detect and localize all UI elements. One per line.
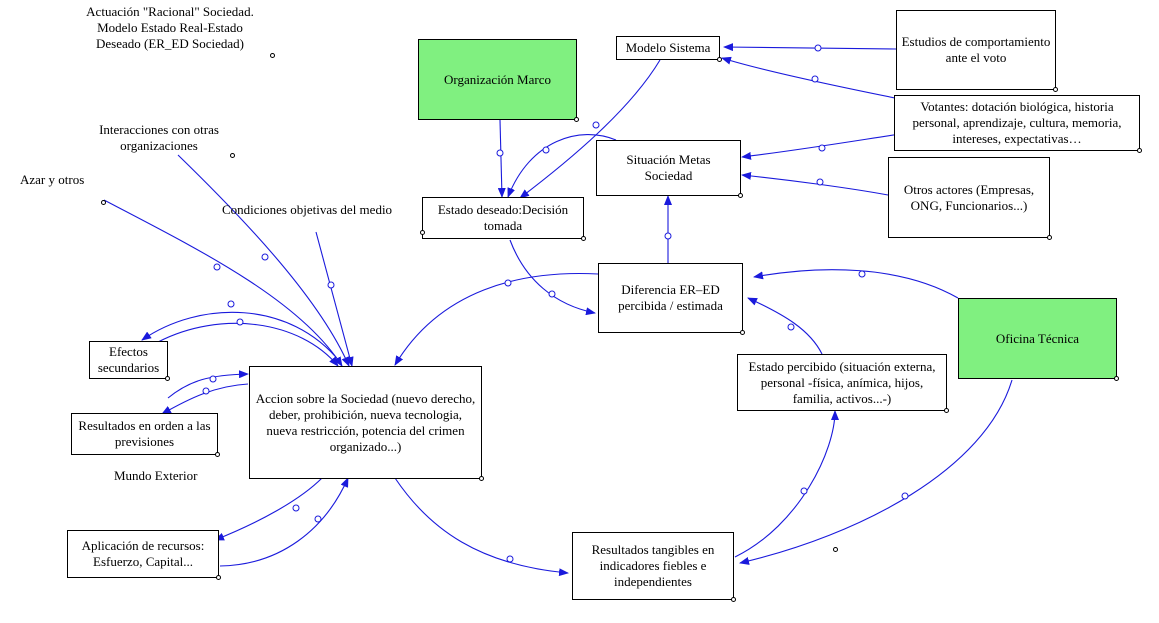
box-modelo-sistema[interactable]: Modelo Sistema <box>616 36 720 60</box>
link-oficina-to-tangibles <box>739 379 1013 565</box>
box-otros-actores[interactable]: Otros actores (Empresas, ONG, Funcionari… <box>888 157 1050 238</box>
corner-handle <box>270 53 275 58</box>
link-accion-to-efectos-1 <box>141 311 341 363</box>
box-estado-deseado[interactable]: Estado deseado:Decisión tomada <box>422 197 584 239</box>
link-diferencia-to-accion <box>394 272 599 366</box>
link-handle <box>818 144 826 152</box>
box-aplicacion[interactable]: Aplicación de recursos: Esfuerzo, Capita… <box>67 530 219 578</box>
link-handle <box>327 281 335 289</box>
link-azar-to-accion <box>103 199 343 367</box>
corner-handle <box>944 408 949 413</box>
link-handle <box>236 318 244 326</box>
corner-handle <box>216 575 221 580</box>
link-handle <box>292 504 300 512</box>
link-interacciones-to-accion <box>177 154 350 367</box>
link-resultados-to-accion <box>167 370 249 399</box>
box-resultados-tangibles[interactable]: Resultados tangibles en indicadores fieb… <box>572 532 734 600</box>
corner-handle <box>740 330 745 335</box>
corner-handle <box>1137 148 1142 153</box>
corner-handle <box>574 117 579 122</box>
link-handle <box>227 300 235 308</box>
link-organizacion-to-estado-deseado <box>497 119 506 198</box>
link-handle <box>202 387 210 395</box>
box-votantes[interactable]: Votantes: dotación biológica, historia p… <box>894 95 1140 151</box>
link-situacion-to-estado-deseado <box>507 134 617 198</box>
label-mundo-exterior: Mundo Exterior <box>114 468 198 483</box>
link-modelo-to-estado-deseado <box>519 59 661 199</box>
link-accion-to-resultados <box>161 383 249 415</box>
link-handle <box>664 232 672 240</box>
link-handle <box>261 253 269 261</box>
link-handle <box>496 149 504 157</box>
corner-handle <box>479 476 484 481</box>
link-handle <box>592 121 600 129</box>
corner-handle <box>215 452 220 457</box>
box-estado-percibido[interactable]: Estado percibido (situación externa, per… <box>737 354 947 411</box>
link-estudios-to-modelo <box>723 43 897 52</box>
box-situacion-metas[interactable]: Situación Metas Sociedad <box>596 140 741 196</box>
link-handle <box>800 487 808 495</box>
link-estado-deseado-to-diferencia <box>509 239 596 316</box>
corner-handle <box>420 230 425 235</box>
box-diferencia[interactable]: Diferencia ER–ED percibida / estimada <box>598 263 743 333</box>
corner-handle <box>1053 87 1058 92</box>
label-azar: Azar y otros <box>20 172 85 187</box>
link-efectos-to-accion <box>157 322 339 367</box>
link-handle <box>814 44 822 52</box>
corner-handle <box>717 57 722 62</box>
link-oficina-to-diferencia <box>753 269 959 299</box>
link-handle <box>209 375 217 383</box>
link-otros-to-situacion <box>741 171 889 196</box>
corner-handle <box>833 547 838 552</box>
link-handle <box>314 515 322 523</box>
link-percibido-to-diferencia <box>747 297 823 355</box>
link-handle <box>542 146 550 154</box>
box-organizacion-marco[interactable]: Organización Marco <box>418 39 577 120</box>
link-condiciones-to-accion <box>315 231 354 367</box>
corner-handle <box>165 376 170 381</box>
corner-handle <box>230 153 235 158</box>
corner-handle <box>1047 235 1052 240</box>
link-handle <box>787 323 795 331</box>
label-condiciones: Condiciones objetivas del medio <box>222 202 393 217</box>
link-handle <box>504 279 512 287</box>
link-handle <box>816 178 824 186</box>
link-aplicacion-to-accion <box>219 477 349 567</box>
link-handle <box>506 555 514 563</box>
corner-handle <box>731 597 736 602</box>
box-efectos[interactable]: Efectos secundarios <box>89 341 168 379</box>
link-handle <box>858 270 866 278</box>
link-handle <box>213 263 221 271</box>
link-votantes-to-modelo <box>721 56 906 101</box>
corner-handle <box>101 200 106 205</box>
link-accion-to-tangibles <box>394 477 569 577</box>
corner-handle <box>738 193 743 198</box>
link-handle <box>811 75 819 83</box>
box-resultados-previsiones[interactable]: Resultados en orden a las previsiones <box>71 413 218 455</box>
link-votantes-to-situacion <box>741 133 901 160</box>
link-accion-to-aplicacion <box>214 477 323 541</box>
label-actuacion: Actuación "Racional" Sociedad. Modelo Es… <box>86 4 254 51</box>
box-estudios[interactable]: Estudios de comportamiento ante el voto <box>896 10 1056 90</box>
label-interacciones: Interacciones con otras organizaciones <box>99 122 219 153</box>
link-handle <box>548 290 556 298</box>
box-accion[interactable]: Accion sobre la Sociedad (nuevo derecho,… <box>249 366 482 479</box>
corner-handle <box>1114 376 1119 381</box>
link-tangibles-to-percibido <box>734 410 839 558</box>
box-oficina-tecnica[interactable]: Oficina Técnica <box>958 298 1117 379</box>
corner-handle <box>581 236 586 241</box>
link-handle <box>901 492 909 500</box>
